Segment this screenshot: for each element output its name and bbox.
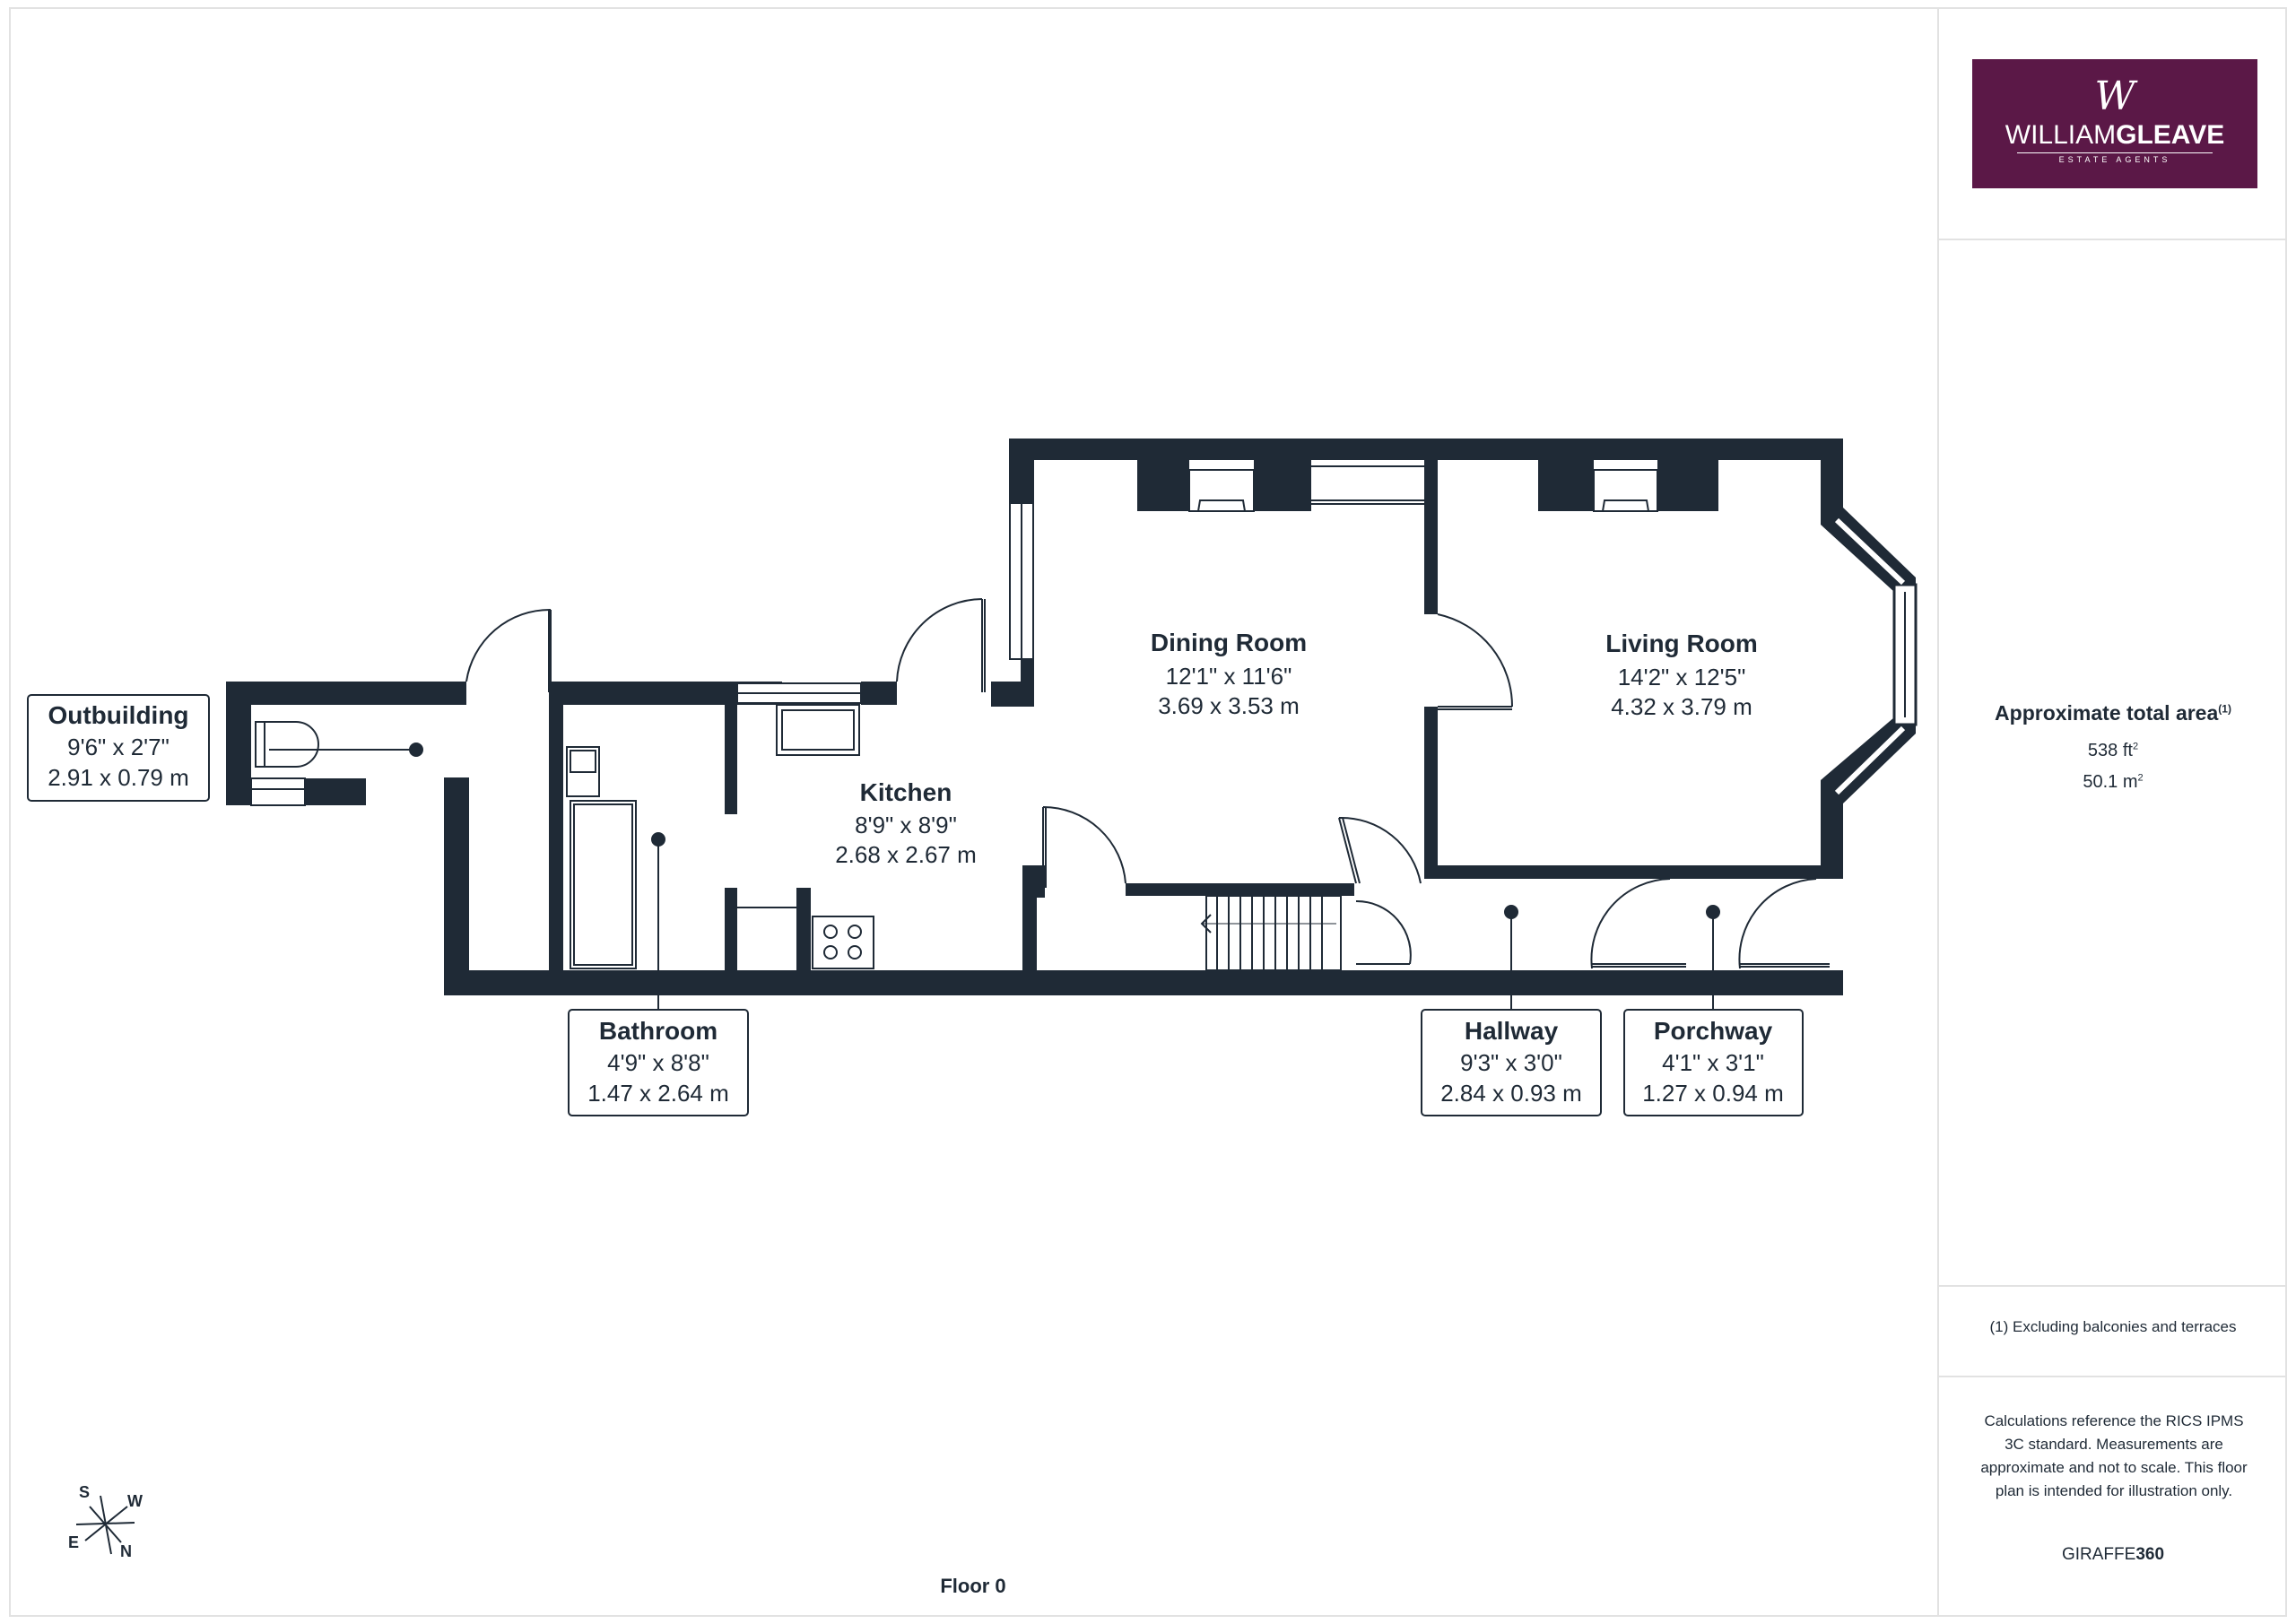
room-imperial: 4'1" x 3'1"	[1662, 1049, 1764, 1076]
logo-subtitle: ESTATE AGENTS	[2058, 155, 2171, 164]
room-label-porchway: Porchway 4'1" x 3'1" 1.27 x 0.94 m	[1623, 1009, 1804, 1116]
sidebar-divider	[1939, 1376, 2287, 1377]
compass-icon: S W E N	[68, 1483, 143, 1560]
room-metric: 1.47 x 2.64 m	[587, 1080, 729, 1107]
room-name: Bathroom	[599, 1017, 718, 1045]
disclaimer-text: Calculations reference the RICS IPMS 3C …	[1980, 1412, 2248, 1499]
area-footnote: (1) Excluding balconies and terraces	[1989, 1318, 2237, 1335]
logo-name: WILLIAMGLEAVE	[1972, 122, 2257, 149]
area-sqft: 538 ft2	[1939, 741, 2287, 761]
room-metric: 2.68 x 2.67 m	[835, 841, 977, 868]
room-label-outbuilding: Outbuilding 9'6" x 2'7" 2.91 x 0.79 m	[27, 694, 210, 802]
room-imperial: 9'3" x 3'0"	[1460, 1049, 1562, 1076]
compass-w: W	[127, 1492, 143, 1510]
sidebar-divider	[1939, 1285, 2287, 1287]
room-label-dining-room: Dining Room 12'1" x 11'6" 3.69 x 3.53 m	[1151, 629, 1307, 719]
info-sidebar: W WILLIAMGLEAVE ESTATE AGENTS Approximat…	[1937, 7, 2287, 1617]
room-imperial: 4'9" x 8'8"	[607, 1049, 709, 1076]
room-imperial: 8'9" x 8'9"	[855, 812, 957, 838]
logo-name-bold: GLEAVE	[2116, 120, 2225, 150]
room-name: Porchway	[1654, 1017, 1773, 1045]
stairs	[1200, 895, 1342, 971]
fixtures	[250, 704, 874, 969]
leader-lines	[269, 743, 1720, 1010]
logo-mark: W	[2094, 74, 2135, 119]
walls	[226, 439, 1843, 995]
compass-s: S	[79, 1483, 90, 1501]
floor-plan: Outbuilding 9'6" x 2'7" 2.91 x 0.79 m Ba…	[27, 439, 1918, 1597]
brand-bold: 360	[2135, 1545, 2165, 1564]
brand-thin: GIRAFFE	[2061, 1545, 2136, 1564]
room-metric: 2.84 x 0.93 m	[1440, 1080, 1582, 1107]
brand-logo: W WILLIAMGLEAVE ESTATE AGENTS	[1972, 59, 2257, 188]
room-imperial: 14'2" x 12'5"	[1618, 664, 1746, 690]
room-metric: 1.27 x 0.94 m	[1642, 1080, 1784, 1107]
room-name: Kitchen	[860, 778, 952, 806]
room-name: Living Room	[1605, 630, 1758, 657]
room-name: Dining Room	[1151, 629, 1307, 656]
area-title-sup: (1)	[2218, 702, 2231, 716]
fireplaces	[1188, 469, 1658, 512]
doors	[465, 598, 1830, 969]
bay-window	[1821, 508, 1918, 803]
windows	[736, 461, 1424, 704]
floor-label: Floor 0	[940, 1575, 1005, 1597]
room-metric: 3.69 x 3.53 m	[1158, 692, 1300, 719]
room-imperial: 12'1" x 11'6"	[1166, 663, 1292, 690]
area-title-text: Approximate total area	[1995, 701, 2219, 725]
room-metric: 2.91 x 0.79 m	[48, 764, 189, 791]
room-label-hallway: Hallway 9'3" x 3'0" 2.84 x 0.93 m	[1421, 1009, 1602, 1116]
area-title: Approximate total area(1)	[1939, 701, 2287, 725]
page-frame	[9, 7, 2287, 1617]
area-sqm: 50.1 m2	[1939, 772, 2287, 793]
room-label-living-room: Living Room 14'2" x 12'5" 4.32 x 3.79 m	[1605, 630, 1758, 720]
area-ft-sup: 2	[2132, 741, 2139, 752]
room-name: Hallway	[1465, 1017, 1559, 1045]
area-m-value: 50.1 m	[2083, 772, 2138, 792]
room-name: Outbuilding	[48, 701, 188, 729]
giraffe360-brand: GIRAFFE360	[1939, 1545, 2287, 1565]
room-metric: 4.32 x 3.79 m	[1611, 693, 1752, 720]
logo-divider	[2017, 152, 2213, 153]
sidebar-divider	[1939, 239, 2287, 240]
room-label-bathroom: Bathroom 4'9" x 8'8" 1.47 x 2.64 m	[568, 1009, 749, 1116]
room-imperial: 9'6" x 2'7"	[67, 734, 170, 760]
logo-name-thin: WILLIAM	[2005, 120, 2117, 150]
compass-n: N	[120, 1542, 132, 1560]
compass-e: E	[68, 1533, 79, 1551]
room-label-kitchen: Kitchen 8'9" x 8'9" 2.68 x 2.67 m	[835, 778, 977, 868]
area-m-sup: 2	[2137, 772, 2144, 784]
area-ft-value: 538 ft	[2087, 741, 2133, 760]
